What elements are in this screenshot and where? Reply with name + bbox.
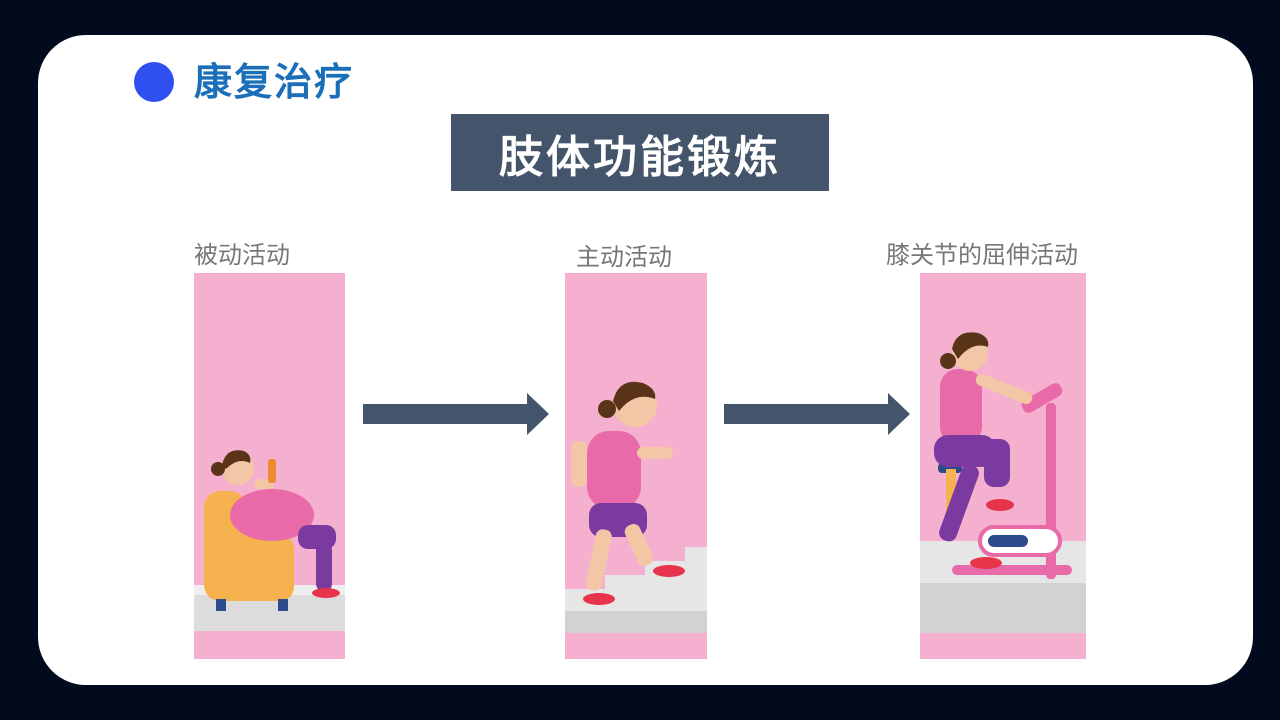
stage-illustration-active <box>565 273 707 659</box>
section-title: 康复治疗 <box>194 60 355 104</box>
woman-in-armchair-icon <box>194 450 345 631</box>
banner-title: 肢体功能锻炼 <box>451 114 829 191</box>
stage-illustration-passive <box>194 273 345 659</box>
arrow-right-icon <box>724 393 910 435</box>
arrow-right-icon <box>363 393 549 435</box>
stage-label-knee-flexion: 膝关节的屈伸活动 <box>886 241 1078 269</box>
woman-on-exercise-bike-icon <box>920 332 1086 633</box>
stage-label-active: 主动活动 <box>576 243 672 271</box>
stage-label-passive: 被动活动 <box>194 241 290 269</box>
stage-illustration-knee-flexion <box>920 273 1086 659</box>
woman-climbing-stairs-icon <box>565 381 707 633</box>
bullet-dot-icon <box>134 62 174 102</box>
